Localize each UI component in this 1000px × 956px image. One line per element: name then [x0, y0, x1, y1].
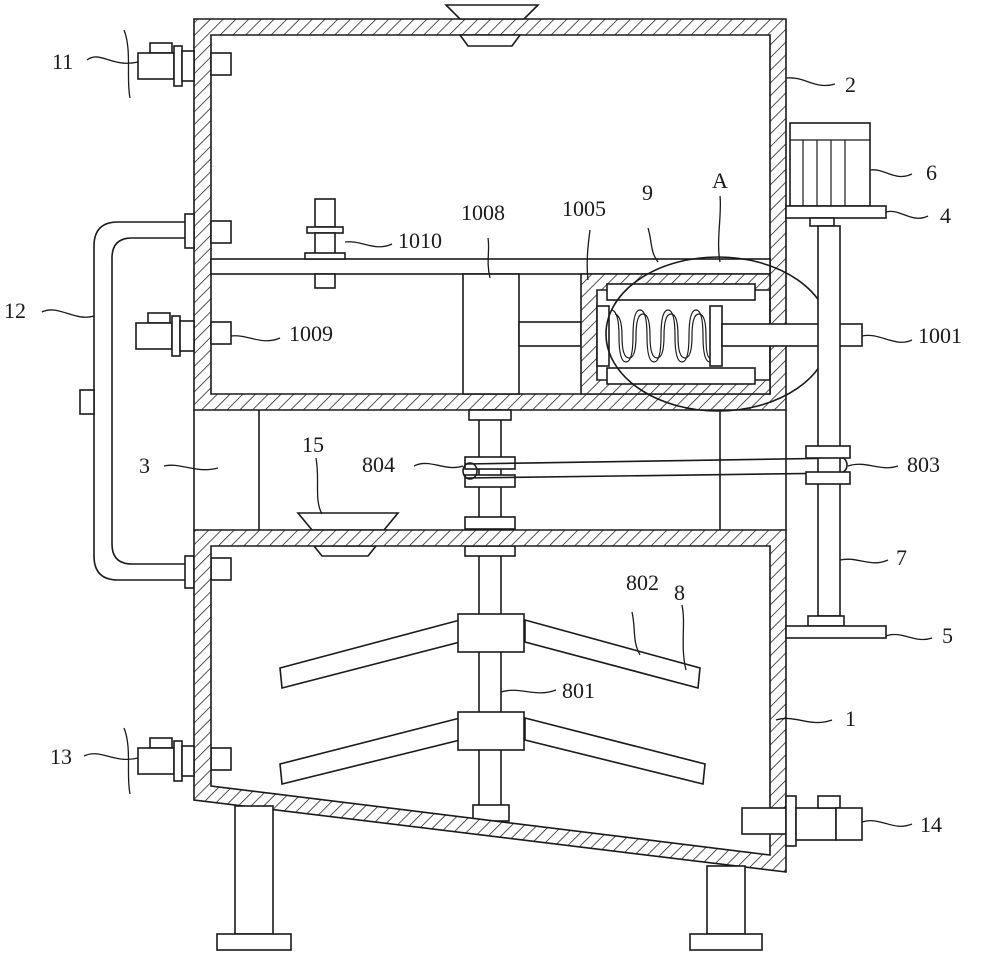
- label-803: 803: [907, 452, 940, 477]
- valve-1010: [304, 198, 346, 289]
- wall-flanges: [210, 52, 232, 771]
- motor-6: [789, 122, 871, 207]
- label-1010: 1010: [398, 228, 442, 253]
- valve-14: [741, 795, 863, 847]
- label-801: 801: [562, 678, 595, 703]
- valve-1009: [135, 312, 195, 357]
- vertical-shaft-7: [805, 217, 851, 627]
- label-3: 3: [139, 453, 150, 478]
- connecting-pipe-12: [79, 213, 195, 589]
- label-6: 6: [926, 160, 937, 185]
- connector-section: [193, 410, 787, 530]
- top-hopper: [444, 4, 540, 47]
- drive-belt: [462, 456, 848, 480]
- label-9: 9: [642, 180, 653, 205]
- central-shaft-801: [464, 409, 516, 822]
- label-8: 8: [674, 580, 685, 605]
- spring: [611, 309, 711, 363]
- bracket-4: [785, 205, 887, 219]
- stirring-paddles-802: [279, 613, 706, 785]
- label-802: 802: [626, 570, 659, 595]
- valve-11: [137, 42, 195, 87]
- piston-1008: [462, 273, 582, 395]
- bracket-5: [785, 625, 887, 639]
- label-5: 5: [942, 623, 953, 648]
- label-15: 15: [302, 432, 324, 457]
- label-1009: 1009: [289, 321, 333, 346]
- label-1: 1: [845, 706, 856, 731]
- lower-tank: [193, 529, 787, 873]
- label-4: 4: [940, 203, 951, 228]
- label-804: 804: [362, 452, 395, 477]
- label-1008: 1008: [461, 200, 505, 225]
- label-7: 7: [896, 545, 907, 570]
- leader-lines: [41, 29, 933, 827]
- support-legs: [216, 805, 763, 951]
- label-11: 11: [52, 49, 73, 74]
- label-13: 13: [50, 744, 72, 769]
- label-2: 2: [845, 72, 856, 97]
- inner-partition: [210, 258, 771, 275]
- part-labels: 11 2 6 4 9 A 1008 1005 1010 12 1009 1001…: [4, 49, 962, 837]
- label-1005: 1005: [562, 196, 606, 221]
- label-14: 14: [920, 812, 942, 837]
- valve-13: [137, 737, 195, 782]
- label-1001: 1001: [918, 323, 962, 348]
- label-a: A: [712, 168, 728, 193]
- label-12: 12: [4, 298, 26, 323]
